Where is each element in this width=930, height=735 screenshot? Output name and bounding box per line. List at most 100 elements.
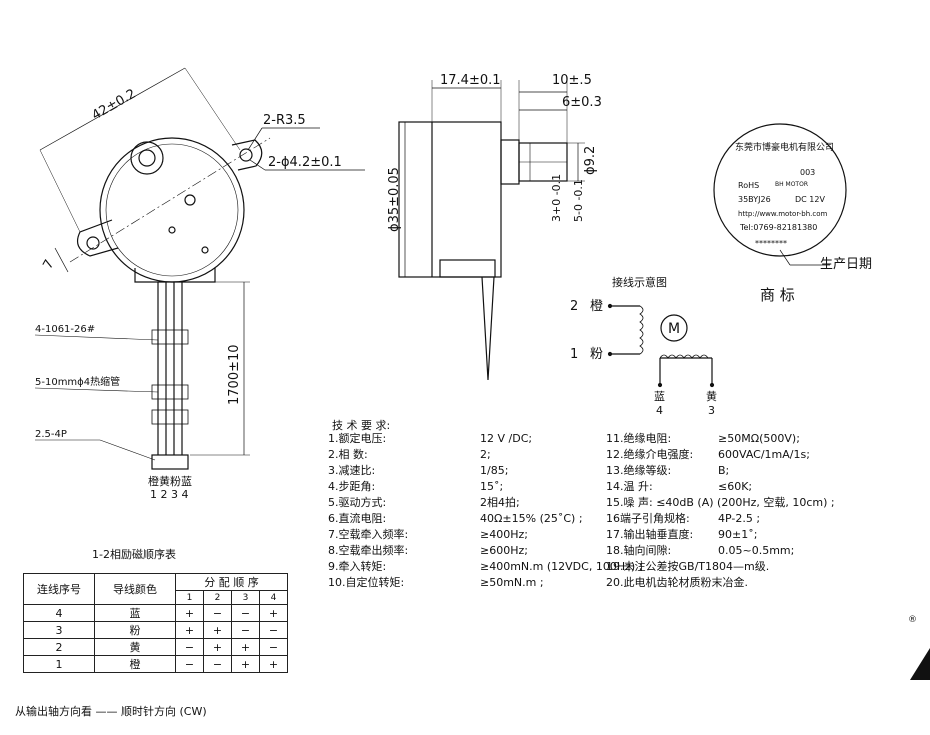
- row-step: +: [175, 621, 204, 639]
- spec-value: ≤60K;: [718, 480, 753, 493]
- spec-label: 6.直流电阻:: [328, 512, 387, 525]
- spec-label: 5.驱动方式:: [328, 496, 387, 509]
- dim-6: 6±0.3: [562, 95, 602, 110]
- specs-title: 技 术 要 求:: [332, 419, 391, 432]
- motor-side-view: [398, 80, 585, 381]
- dim-42: 42±0.2: [90, 86, 139, 123]
- wiring-pin2: 2: [570, 299, 578, 314]
- wiring-pin3-color: 黄: [706, 389, 717, 403]
- label-brand: BH MOTOR: [775, 181, 808, 188]
- spec-label: 16端子引角规格:: [606, 512, 690, 525]
- spec-value: B;: [718, 464, 730, 477]
- spec-value: ≥400Hz;: [480, 528, 528, 541]
- row-color: 粉: [94, 621, 176, 639]
- step-header: 1: [175, 590, 204, 605]
- spec-label: 17.输出轴垂直度:: [606, 528, 694, 541]
- row-step: −: [259, 638, 288, 656]
- wiring-title: 接线示意图: [612, 275, 667, 289]
- wiring-pin4-color: 蓝: [654, 390, 665, 403]
- rotation-note: 从输出轴方向看 —— 顺时针方向 (CW): [15, 705, 207, 718]
- spec-value: 600VAC/1mA/1s;: [718, 448, 810, 461]
- spec-label: 19.未注公差按GB/T1804—m级.: [606, 560, 770, 573]
- row-step: +: [175, 604, 204, 622]
- label-trademark: 商 标: [760, 286, 795, 304]
- spec-label: 8.空载牵出频率:: [328, 544, 409, 557]
- dim-5: 5-0 -0.1: [572, 179, 585, 222]
- spec-label: 14.温 升:: [606, 480, 653, 493]
- dim-10: 10±.5: [552, 73, 592, 88]
- spec-value: ≥600Hz;: [480, 544, 528, 557]
- row-seq: 3: [23, 621, 95, 639]
- spec-label: 11.绝缘电阻:: [606, 432, 672, 445]
- spec-value: 90±1˚;: [718, 528, 758, 541]
- wire-colors: 橙黄粉蓝: [148, 474, 192, 488]
- spec-label: 13.绝缘等级:: [606, 464, 672, 477]
- row-seq: 2: [23, 638, 95, 656]
- spec-label: 2.相 数:: [328, 448, 368, 461]
- label-rohs: RoHS: [738, 181, 759, 190]
- row-color: 蓝: [94, 604, 176, 622]
- row-step: −: [231, 621, 260, 639]
- dim-9-2: ϕ9.2: [583, 146, 598, 175]
- col-color-header: 导线颜色: [94, 573, 176, 605]
- spec-label: 9.牵入转矩:: [328, 560, 387, 573]
- spec-label: 4.步距角:: [328, 480, 376, 493]
- wiring-pin1: 1: [570, 347, 578, 362]
- label-tel: Tel:0769-82181380: [739, 223, 817, 232]
- step-header: 3: [231, 590, 260, 605]
- spec-value: ≥50mN.m ;: [480, 576, 544, 589]
- wiring-pin4: 4: [656, 404, 663, 417]
- row-color: 橙: [94, 655, 176, 673]
- label-date: 生产日期: [820, 257, 872, 272]
- spec-value: 2相4拍;: [480, 496, 520, 509]
- label-serial: ********: [755, 239, 787, 248]
- corner-logo-shape: [910, 648, 930, 680]
- spec-label: 20.此电机齿轮材质粉末冶金.: [606, 576, 748, 589]
- row-step: −: [175, 638, 204, 656]
- label-code: 003: [800, 168, 815, 177]
- corner-mark: ®: [908, 615, 917, 625]
- spec-label: 12.绝缘介电强度:: [606, 448, 694, 461]
- dim-35: ϕ35±0.05: [387, 167, 402, 232]
- step-header: 2: [203, 590, 232, 605]
- row-seq: 1: [23, 655, 95, 673]
- step-header: 4: [259, 590, 288, 605]
- spec-value: 12 V /DC;: [480, 432, 533, 445]
- spec-value: ≥400mN.m (12VDC, 100Hz) ;: [480, 560, 643, 573]
- nameplate: [713, 123, 847, 266]
- spec-label: 15.噪 声: ≤40dB (A) (200Hz, 空载, 10cm) ;: [606, 496, 835, 509]
- row-step: +: [231, 638, 260, 656]
- wiring-pin2-color: 橙: [590, 299, 603, 314]
- label-url: http://www.motor-bh.com: [738, 210, 828, 218]
- sequence-title: 1-2相励磁顺序表: [92, 548, 176, 561]
- motor-top-view: [34, 67, 365, 470]
- spec-label: 18.轴向间隙:: [606, 544, 672, 557]
- col-dist-header: 分 配 顺 序: [175, 573, 288, 591]
- spec-label: 10.自定位转矩:: [328, 576, 405, 589]
- pin-numbers: 1 2 3 4: [150, 488, 188, 501]
- spec-value: 0.05~0.5mm;: [718, 544, 795, 557]
- col-seq-header: 连线序号: [23, 573, 95, 605]
- label-voltage: DC 12V: [795, 195, 825, 204]
- wire-spec: 4-1061-26#: [35, 324, 95, 335]
- heat-shrink: 5-10mmϕ4热缩管: [35, 375, 120, 388]
- spec-label: 7.空载牵入频率:: [328, 528, 409, 541]
- dim-r35: 2-R3.5: [263, 113, 306, 128]
- row-step: −: [203, 655, 232, 673]
- row-step: −: [175, 655, 204, 673]
- row-step: −: [203, 604, 232, 622]
- spec-value: ≥50MΩ(500V);: [718, 432, 800, 445]
- dim-3: 3+0 -0.1: [550, 174, 563, 222]
- spec-value: 15˚;: [480, 480, 504, 493]
- row-step: +: [203, 638, 232, 656]
- spec-value: 40Ω±15% (25˚C) ;: [480, 512, 583, 525]
- row-color: 黄: [94, 638, 176, 656]
- dim-17-4: 17.4±0.1: [440, 73, 501, 88]
- connector: 2.5-4P: [35, 429, 67, 440]
